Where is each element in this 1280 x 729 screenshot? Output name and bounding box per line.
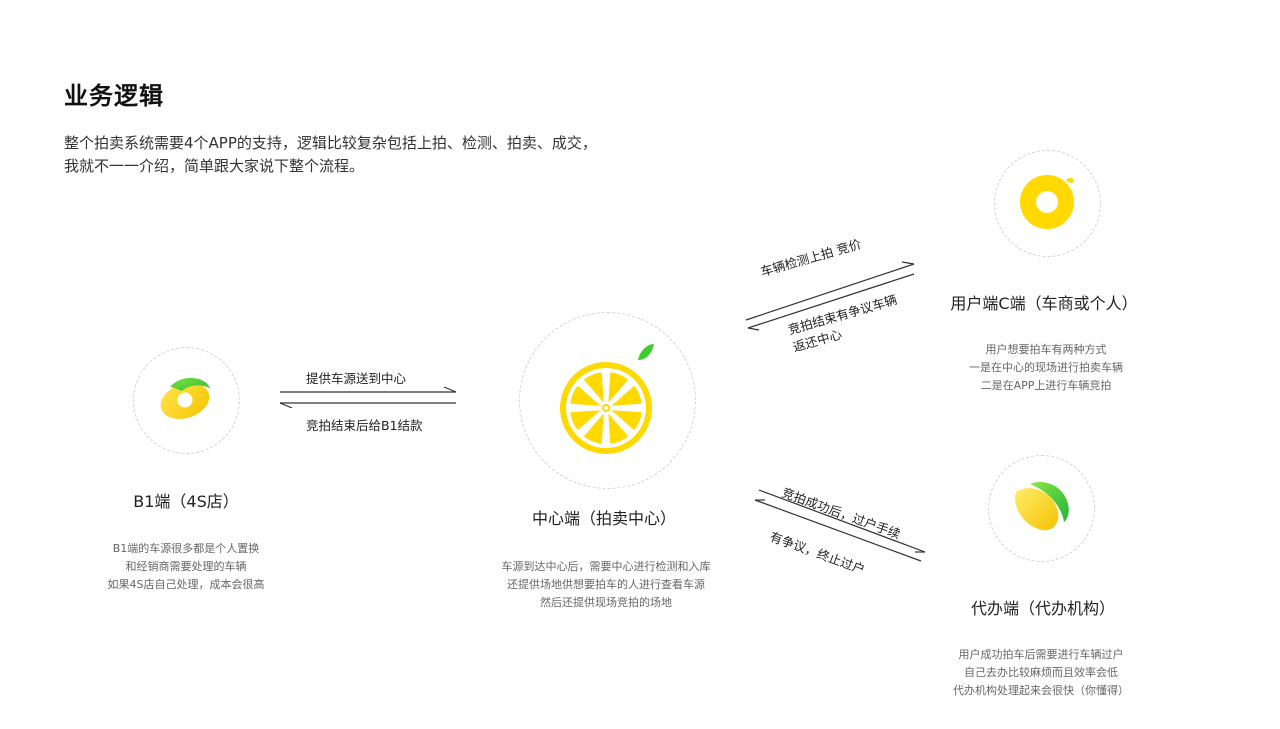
arrow-up-right-icon (745, 261, 915, 331)
intro-line-2: 我就不一一介绍，简单跟大家说下整个流程。 (64, 157, 365, 175)
b1-logo-icon (160, 378, 211, 419)
b1-desc: B1端的车源很多都是个人置换 和经销商需要处理的车辆 如果4S店自己处理，成本会… (108, 540, 265, 594)
agent-desc: 用户成功拍车后需要进行车辆过户 自己去办比较麻烦而且效率会低 代办机构处理起来会… (953, 646, 1129, 700)
center-name: 中心端（拍卖中心） (531, 509, 677, 528)
agent-icon-ring (988, 455, 1095, 562)
arrow-right-icon (279, 386, 457, 408)
center-desc-line-2: 还提供场地供想要拍车的人进行查看车源 (507, 578, 705, 591)
agent-desc-line-3: 代办机构处理起来会很快（你懂得） (953, 684, 1129, 697)
agent-desc-line-2: 自己去办比较麻烦而且效率会低 (964, 666, 1118, 679)
agent-logo-icon (1015, 482, 1069, 531)
user-logo-icon (1020, 175, 1074, 229)
lemon-segment (570, 410, 601, 431)
user-desc: 用户想要拍车有两种方式 一是在中心的现场进行拍卖车辆 二是在APP上进行车辆竞拍 (969, 341, 1123, 395)
b1-icon-ring (133, 347, 240, 454)
user-desc-line-1: 用户想要拍车有两种方式 (985, 343, 1107, 356)
flow-b1-to-center-label: 提供车源送到中心 (306, 371, 407, 386)
b1-desc-line-1: B1端的车源很多都是个人置换 (112, 542, 260, 555)
lemon-segment (611, 410, 642, 431)
page-title: 业务逻辑 (64, 82, 164, 110)
lemon-segment (608, 413, 629, 444)
b1-name: B1端（4S店） (133, 492, 239, 511)
lemon-segment (611, 385, 642, 406)
user-icon-ring (994, 150, 1101, 257)
center-desc-line-3: 然后还提供现场竞拍的场地 (540, 596, 672, 609)
center-desc: 车源到达中心后，需要中心进行检测和入库 还提供场地供想要拍车的人进行查看车源 然… (502, 558, 711, 612)
lemon-segment (583, 372, 604, 403)
b1-desc-line-3: 如果4S店自己处理，成本会很高 (107, 578, 265, 591)
agent-desc-line-1: 用户成功拍车后需要进行车辆过户 (958, 648, 1124, 661)
flow-center-to-b1-label: 竞拍结束后给B1结款 (306, 418, 423, 433)
center-icon-ring (519, 312, 696, 489)
b1-desc-line-2: 和经销商需要处理的车辆 (125, 560, 247, 573)
lemon-logo-icon (560, 344, 654, 454)
intro-line-1: 整个拍卖系统需要4个APP的支持，逻辑比较复杂包括上拍、检测、拍卖、成交， (64, 134, 597, 152)
user-name: 用户端C端（车商或个人） (950, 294, 1138, 313)
user-desc-line-2: 一是在中心的现场进行拍卖车辆 (969, 361, 1123, 374)
lemon-segment (570, 385, 601, 406)
lemon-segment (608, 372, 629, 403)
intro-text: 整个拍卖系统需要4个APP的支持，逻辑比较复杂包括上拍、检测、拍卖、成交， 我就… (64, 132, 597, 178)
agent-name: 代办端（代办机构） (970, 599, 1116, 618)
user-desc-line-3: 二是在APP上进行车辆竞拍 (980, 379, 1112, 392)
center-desc-line-1: 车源到达中心后，需要中心进行检测和入库 (501, 560, 711, 573)
arrow-down-right-icon (754, 489, 926, 562)
lemon-segment (583, 413, 604, 444)
